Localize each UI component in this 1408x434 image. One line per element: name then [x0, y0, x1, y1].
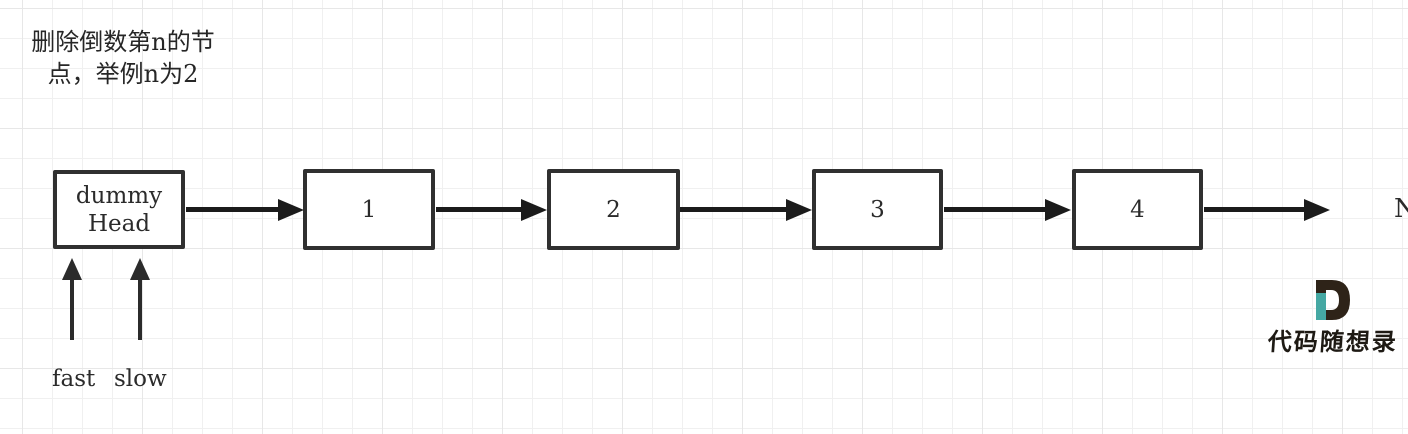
d-letter-logo-icon	[1316, 280, 1350, 320]
node-label: 4	[1130, 196, 1145, 223]
next-arrow-4-to-null-icon	[1204, 207, 1305, 212]
null-label: N	[1394, 194, 1408, 224]
node-2: 2	[547, 169, 680, 250]
node-dummy-head: dummy Head	[53, 170, 185, 249]
node-3: 3	[812, 169, 943, 250]
node-4: 4	[1072, 169, 1203, 250]
brand-watermark: 代码随想录	[1258, 280, 1408, 357]
fast-pointer-arrow-icon	[70, 279, 74, 340]
slow-pointer-arrow-icon	[138, 279, 142, 340]
page-title: 删除倒数第n的节 点，举例n为2	[31, 28, 215, 88]
fast-pointer-label: fast	[52, 366, 96, 392]
node-label: 2	[606, 196, 621, 223]
node-label: dummy Head	[75, 182, 163, 237]
node-1: 1	[303, 169, 435, 250]
next-arrow-2-to-3-icon	[680, 207, 787, 212]
node-label: 3	[870, 196, 885, 223]
next-arrow-1-to-2-icon	[436, 207, 522, 212]
brand-text: 代码随想录	[1266, 327, 1399, 356]
next-arrow-3-to-4-icon	[944, 207, 1046, 212]
node-label: 1	[361, 196, 377, 223]
slow-pointer-label: slow	[114, 366, 167, 392]
next-arrow-dummy-to-1-icon	[186, 207, 279, 212]
